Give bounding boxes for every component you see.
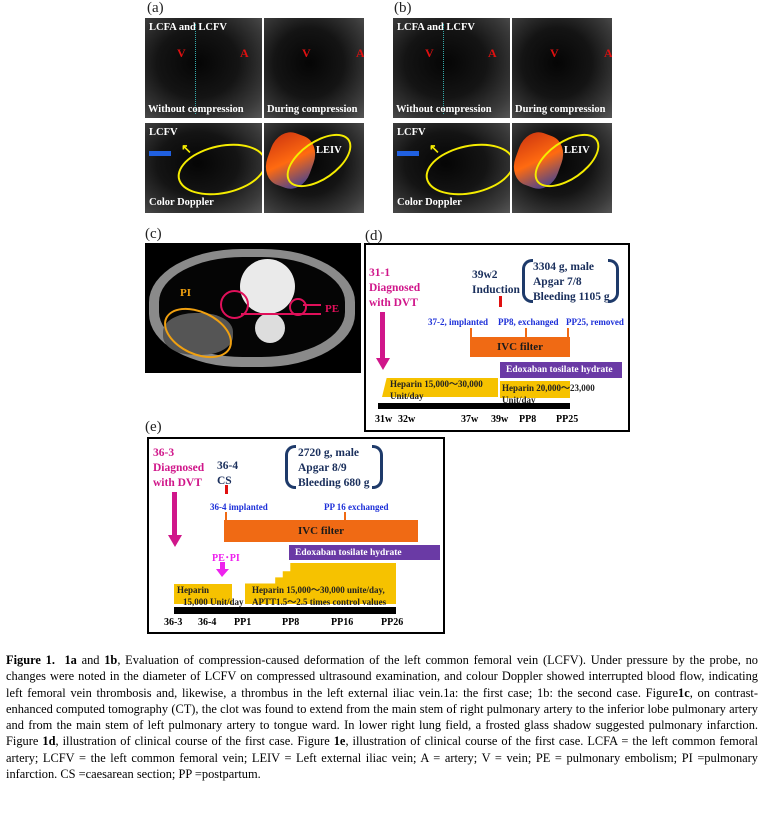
e-arrow-head-icon (168, 535, 182, 547)
panel-a-label: (a) (147, 0, 164, 16)
panel-d-label: (d) (365, 228, 383, 244)
us-color-doppler-lcfv: LCFV ↖ Color Doppler (393, 123, 510, 213)
e-filter-implanted: 36-4 implanted (210, 502, 268, 512)
d-tick: 39w (491, 414, 509, 425)
e-tick: 36-3 (164, 617, 183, 628)
d-tick: PP8 (519, 414, 537, 425)
d-tick: PP25 (556, 414, 579, 425)
e-tick: PP26 (381, 617, 404, 628)
pi-label: PI (180, 287, 191, 299)
e-tick: PP16 (331, 617, 354, 628)
arrow-up-left-icon: ↖ (181, 141, 192, 156)
us-color-doppler-leiv: LEIV (264, 123, 364, 213)
d-edoxaban-bar: Edoxaban tosilate hydrate (500, 362, 622, 378)
e-timeline-axis (174, 607, 396, 614)
d-heparin-bar-1 (382, 378, 498, 397)
d-diagnosis-arrow (380, 312, 385, 360)
d-filter-exchanged: PP8, exchanged (498, 317, 559, 327)
e-tick: PP8 (282, 617, 300, 628)
e-heparin-bar-1 (174, 584, 232, 604)
d-induction-mark (499, 296, 502, 307)
e-pe-pi-arrow-icon (216, 569, 229, 577)
d-tick: 37w (461, 414, 479, 425)
us-color-doppler-leiv: LEIV (512, 123, 612, 213)
e-pe-pi-label: PE･PI (212, 553, 240, 564)
e-filter-exchanged: PP 16 exchanged (324, 502, 389, 512)
panel-c-label: (c) (145, 226, 162, 242)
d-tick: 31w (375, 414, 393, 425)
d-ivc-filter-bar: IVC filter (470, 337, 570, 357)
us-without-compression: LCFA and LCFV V A Without compression (145, 18, 262, 118)
panel-e-label: (e) (145, 419, 162, 435)
us-without-compression: LCFA and LCFV V A Without compression (393, 18, 510, 118)
d-heparin-bar-2 (500, 381, 570, 398)
arrow-up-left-icon: ↖ (429, 141, 440, 156)
d-filter-removed: PP25, removed (566, 317, 624, 327)
us-during-compression: V A During compression (264, 18, 364, 118)
e-diagnosis-arrow (172, 492, 177, 537)
d-timeline-axis (378, 403, 570, 409)
us-during-compression: V A During compression (512, 18, 612, 118)
e-tick: PP1 (234, 617, 252, 628)
e-cs-mark (225, 485, 228, 494)
e-heparin-2-text: Heparin 15,000～30,000 unite/day,APTT1.5～… (252, 585, 387, 607)
figure-caption: Figure 1. 1a and 1b, Evaluation of compr… (6, 653, 758, 782)
panel-b-label: (b) (394, 0, 412, 16)
d-filter-implanted: 37-2, implanted (428, 317, 489, 327)
d-arrow-head-icon (376, 358, 390, 370)
e-ivc-filter-bar: IVC filter (224, 520, 418, 542)
e-edoxaban-bar: Edoxaban tosilate hydrate (289, 545, 440, 560)
e-tick: 36-4 (198, 617, 217, 628)
us-color-doppler-lcfv: LCFV ↖ Color Doppler (145, 123, 262, 213)
ct-image: PI PE (145, 243, 361, 373)
d-tick: 32w (398, 414, 416, 425)
pe-label: PE (325, 303, 340, 315)
